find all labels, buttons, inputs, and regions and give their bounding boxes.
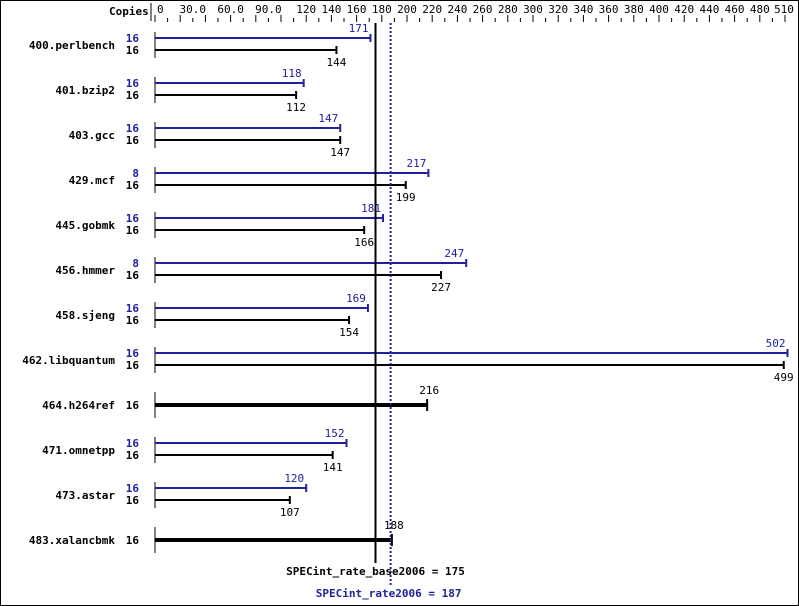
base-value: 112 bbox=[286, 101, 306, 114]
tick-label: 30.0 bbox=[180, 3, 207, 16]
peak-value: 502 bbox=[766, 337, 786, 350]
base-copies: 16 bbox=[126, 359, 140, 372]
tick-label: 160 bbox=[347, 3, 367, 16]
base-value: 199 bbox=[396, 191, 416, 204]
base-value: 499 bbox=[774, 371, 794, 384]
tick-label: 340 bbox=[573, 3, 593, 16]
tick-label: 60.0 bbox=[217, 3, 244, 16]
tick-label: 260 bbox=[473, 3, 493, 16]
peak-value: 171 bbox=[349, 22, 369, 35]
peak-copies: 8 bbox=[132, 167, 139, 180]
peak-value: 181 bbox=[361, 202, 381, 215]
base-copies: 16 bbox=[126, 179, 140, 192]
peak-value: 152 bbox=[325, 427, 345, 440]
base-copies: 16 bbox=[126, 494, 140, 507]
tick-label: 380 bbox=[624, 3, 644, 16]
base-copies: 16 bbox=[126, 134, 140, 147]
base-copies: 16 bbox=[126, 224, 140, 237]
benchmark-label: 401.bzip2 bbox=[55, 84, 115, 97]
peak-value: 169 bbox=[346, 292, 366, 305]
tick-label: 360 bbox=[599, 3, 619, 16]
benchmark-label: 429.mcf bbox=[69, 174, 115, 187]
tick-label: 200 bbox=[397, 3, 417, 16]
base-value: 154 bbox=[339, 326, 359, 339]
axis-label: Copies bbox=[109, 5, 149, 18]
peak-copies: 16 bbox=[126, 122, 140, 135]
peak-metric-label: SPECint_rate2006 = 187 bbox=[316, 587, 462, 600]
base-value: 216 bbox=[419, 384, 439, 397]
base-value: 188 bbox=[384, 519, 404, 532]
base-value: 144 bbox=[327, 56, 347, 69]
base-copies: 16 bbox=[126, 399, 140, 412]
tick-label: 480 bbox=[750, 3, 770, 16]
tick-label: 120 bbox=[296, 3, 316, 16]
tick-label: 240 bbox=[447, 3, 467, 16]
tick-label: 140 bbox=[321, 3, 341, 16]
peak-copies: 16 bbox=[126, 302, 140, 315]
benchmark-label: 462.libquantum bbox=[22, 354, 115, 367]
benchmark-label: 445.gobmk bbox=[55, 219, 115, 232]
peak-value: 217 bbox=[407, 157, 427, 170]
benchmark-label: 473.astar bbox=[55, 489, 115, 502]
peak-copies: 16 bbox=[126, 437, 140, 450]
peak-value: 147 bbox=[318, 112, 338, 125]
benchmark-label: 403.gcc bbox=[69, 129, 115, 142]
base-copies: 16 bbox=[126, 269, 140, 282]
base-value: 227 bbox=[431, 281, 451, 294]
base-copies: 16 bbox=[126, 534, 140, 547]
tick-label: 280 bbox=[498, 3, 518, 16]
base-copies: 16 bbox=[126, 44, 140, 57]
benchmark-label: 464.h264ref bbox=[42, 399, 115, 412]
benchmark-label: 483.xalancbmk bbox=[29, 534, 115, 547]
peak-value: 120 bbox=[284, 472, 304, 485]
tick-label: 320 bbox=[548, 3, 568, 16]
base-value: 141 bbox=[323, 461, 343, 474]
peak-value: 247 bbox=[444, 247, 464, 260]
base-copies: 16 bbox=[126, 314, 140, 327]
tick-label: 460 bbox=[725, 3, 745, 16]
tick-label: 0 bbox=[157, 3, 164, 16]
tick-label: 90.0 bbox=[255, 3, 282, 16]
tick-label: 400 bbox=[649, 3, 669, 16]
tick-label: 220 bbox=[422, 3, 442, 16]
base-value: 107 bbox=[280, 506, 300, 519]
tick-label: 300 bbox=[523, 3, 543, 16]
peak-copies: 8 bbox=[132, 257, 139, 270]
base-value: 166 bbox=[354, 236, 374, 249]
peak-copies: 16 bbox=[126, 482, 140, 495]
benchmark-label: 471.omnetpp bbox=[42, 444, 115, 457]
tick-label: 440 bbox=[699, 3, 719, 16]
base-value: 147 bbox=[330, 146, 350, 159]
benchmark-label: 400.perlbench bbox=[29, 39, 115, 52]
benchmark-label: 458.sjeng bbox=[55, 309, 115, 322]
peak-value: 118 bbox=[282, 67, 302, 80]
tick-label: 510 bbox=[774, 3, 794, 16]
base-copies: 16 bbox=[126, 89, 140, 102]
peak-copies: 16 bbox=[126, 212, 140, 225]
benchmark-label: 456.hmmer bbox=[55, 264, 115, 277]
peak-copies: 16 bbox=[126, 77, 140, 90]
peak-copies: 16 bbox=[126, 347, 140, 360]
base-metric-label: SPECint_rate_base2006 = 175 bbox=[286, 565, 465, 578]
base-copies: 16 bbox=[126, 449, 140, 462]
tick-label: 180 bbox=[372, 3, 392, 16]
peak-copies: 16 bbox=[126, 32, 140, 45]
tick-label: 420 bbox=[674, 3, 694, 16]
